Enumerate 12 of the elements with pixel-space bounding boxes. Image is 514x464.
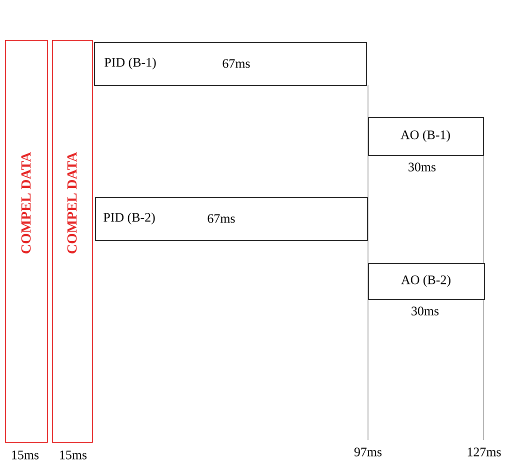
data-bar: COMPEL DATA bbox=[5, 40, 48, 443]
task-box: AO (B-2) bbox=[368, 263, 485, 300]
task-box: PID (B-1) 67ms bbox=[94, 42, 367, 86]
duration-label: 30ms bbox=[408, 162, 436, 172]
duration-label: 15ms bbox=[12, 450, 39, 460]
time-label: 127ms bbox=[468, 448, 501, 456]
task-box: PID (B-2) 67ms bbox=[95, 197, 368, 241]
time-label: 97ms bbox=[354, 448, 382, 456]
duration-label: 30ms bbox=[412, 306, 439, 316]
duration-label: 15ms bbox=[60, 450, 87, 460]
data-bar: COMPEL DATA bbox=[52, 40, 93, 443]
task-box: AO (B-1) bbox=[368, 117, 484, 156]
